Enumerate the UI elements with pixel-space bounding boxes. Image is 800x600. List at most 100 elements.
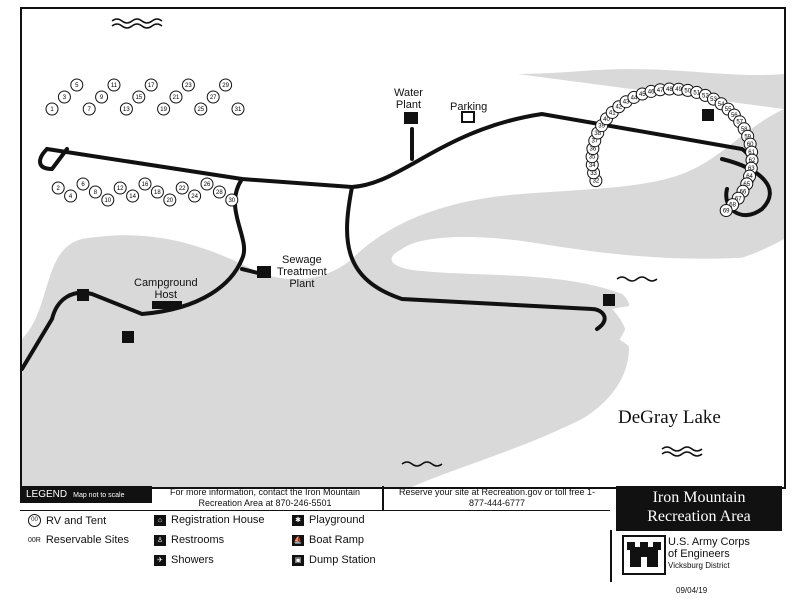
dump-station-icon: ▣ <box>292 554 304 566</box>
campsite-marker <box>95 90 109 104</box>
campsite-number: 6 <box>81 182 85 188</box>
campsite-marker <box>64 189 78 203</box>
campsite-number: 8 <box>94 190 98 196</box>
campsite-number: 12 <box>117 186 124 192</box>
campsite-marker <box>150 185 164 199</box>
legend-showers: ✈ Showers <box>154 554 214 566</box>
campsite-marker <box>200 177 214 191</box>
campsite-number: 2 <box>57 186 61 192</box>
campsite-number: 4 <box>69 194 73 200</box>
campsite-number: 69 <box>723 209 730 215</box>
restroom-icon <box>122 331 134 343</box>
dump-station-icon <box>77 289 89 301</box>
campsite-marker <box>206 90 220 104</box>
campsite-number: 64 <box>746 174 753 180</box>
campground-host-label: Campground Host <box>134 277 198 301</box>
campsite-number: 34 <box>589 163 596 169</box>
legend-showers-label: Showers <box>171 554 214 566</box>
campsite-number: 21 <box>173 95 180 101</box>
reserve-info: Reserve your site at Recreation.gov or t… <box>398 487 596 508</box>
agency-name: U.S. Army Corps of Engineers <box>668 536 750 560</box>
campsite-number: 13 <box>123 107 130 113</box>
campsite-number: 10 <box>104 198 111 204</box>
registration-icon: ⌂ <box>154 514 166 526</box>
campsite-number: 7 <box>88 107 92 113</box>
campsite-number: 19 <box>160 107 167 113</box>
main-road <box>45 111 756 196</box>
campsite-number: 20 <box>166 198 173 204</box>
campsite-number: 16 <box>142 182 149 188</box>
legend-rv-tent: 00 RV and Tent <box>28 514 106 527</box>
campsite-number: 43 <box>623 100 630 106</box>
campsite-marker <box>82 102 96 116</box>
contact-info: For more information, contact the Iron M… <box>169 487 361 508</box>
reservable-icon: 00R <box>28 536 41 544</box>
sewage-plant-marker <box>257 266 271 278</box>
road-south <box>22 177 247 371</box>
campsite-number: 68 <box>729 203 736 209</box>
usace-text: U.S. Army Corps of Engineers Vicksburg D… <box>668 536 750 572</box>
campsite-number: 44 <box>631 95 638 101</box>
campsite-number: 22 <box>179 186 186 192</box>
campsite-marker <box>157 102 171 116</box>
campground-host-marker <box>152 301 182 309</box>
area-name: Iron Mountain Recreation Area <box>616 486 782 531</box>
campsite-marker <box>719 204 733 218</box>
campsite-marker <box>212 185 226 199</box>
campsite-number: 58 <box>741 127 748 133</box>
campsite-number: 15 <box>135 95 142 101</box>
campsite-marker <box>188 189 202 203</box>
campsites-west: 1234567891011121314151617181920212223242… <box>45 78 245 207</box>
district-name: Vicksburg District <box>668 561 730 570</box>
campsite-marker <box>51 181 65 195</box>
campsite-number: 32 <box>593 179 600 185</box>
legend-dump-station-label: Dump Station <box>309 554 376 566</box>
campsite-number: 31 <box>235 107 242 113</box>
sewage-plant-label: Sewage Treatment Plant <box>277 254 327 290</box>
boat-ramp-icon: ⛵ <box>292 534 304 546</box>
playground-icon: ✱ <box>292 514 304 526</box>
map-svg: 1234567891011121314151617181920212223242… <box>22 9 784 487</box>
lake-south <box>412 279 784 487</box>
legend-registration: ⌂ Registration House <box>154 514 265 526</box>
campsite-marker <box>101 193 115 207</box>
campsite-number: 67 <box>735 196 742 202</box>
campsite-number: 55 <box>725 107 732 113</box>
campsite-number: 27 <box>210 95 217 101</box>
campsite-number: 46 <box>648 89 655 95</box>
campsite-number: 36 <box>590 147 597 153</box>
campsite-number: 42 <box>615 105 622 111</box>
campsite-number: 62 <box>749 158 756 164</box>
legend-playground-label: Playground <box>309 514 365 526</box>
campsite-number: 57 <box>736 120 743 126</box>
campsite-number: 61 <box>748 150 755 156</box>
campsite-number: 59 <box>744 134 751 140</box>
castle-icon <box>627 542 661 567</box>
campsite-number: 47 <box>657 88 664 94</box>
campsite-marker <box>144 78 158 92</box>
campsite-number: 30 <box>228 198 235 204</box>
shower-icon <box>702 109 714 121</box>
campsite-number: 25 <box>197 107 204 113</box>
campsite-marker <box>119 102 133 116</box>
campsite-number: 66 <box>740 189 747 195</box>
campsite-number: 56 <box>731 113 738 119</box>
campsite-marker <box>181 78 195 92</box>
parking-marker <box>461 111 475 123</box>
legend-restrooms-label: Restrooms <box>171 534 225 546</box>
campsite-number: 52 <box>702 93 709 99</box>
campsite-marker <box>76 177 90 191</box>
campsite-marker <box>113 181 127 195</box>
lake-name: DeGray Lake <box>618 407 721 428</box>
campsite-marker <box>45 102 59 116</box>
campsite-number: 65 <box>743 182 750 188</box>
usace-block: U.S. Army Corps of Engineers Vicksburg D… <box>610 530 784 582</box>
campsite-number: 24 <box>191 194 198 200</box>
divider <box>20 510 610 511</box>
land-south <box>22 299 639 487</box>
castle-logo-icon <box>622 535 666 575</box>
campsite-marker <box>70 78 84 92</box>
legend-reservable-label: Reservable Sites <box>45 534 129 546</box>
campsite-number: 51 <box>693 90 700 96</box>
